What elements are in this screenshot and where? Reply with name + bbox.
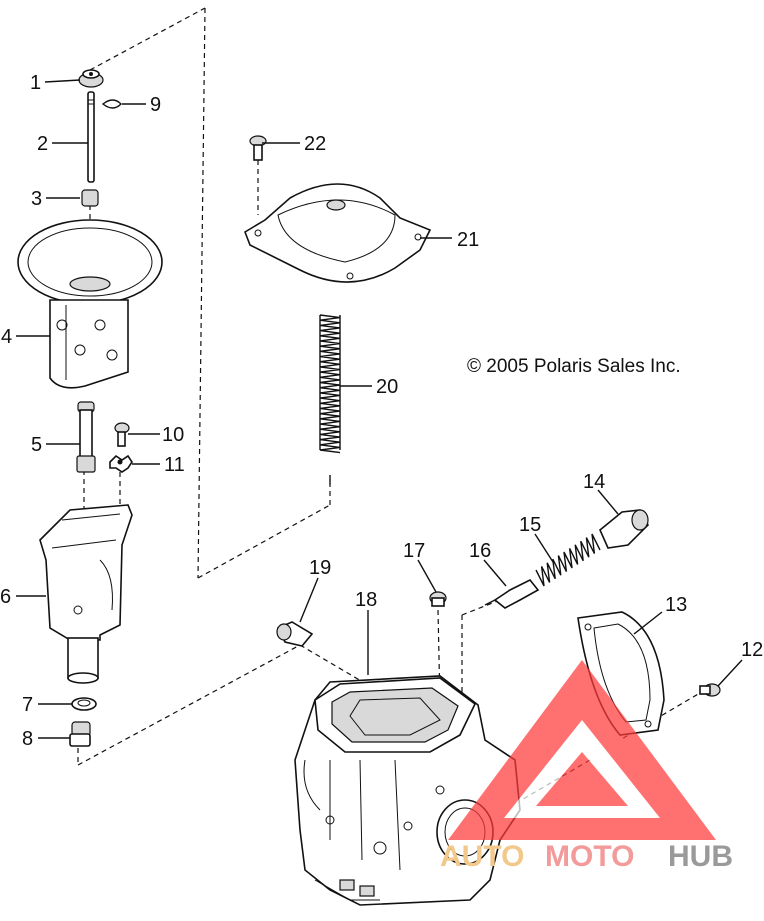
part-10-screw — [114, 422, 130, 447]
callout-12: 12 — [741, 639, 763, 661]
callout-14: 14 — [583, 471, 605, 493]
part-13-gasket — [577, 611, 665, 736]
part-16-screw — [484, 578, 540, 609]
watermark-auto: AUTO — [440, 840, 524, 873]
assembly-guide-lines — [77, 7, 706, 831]
callout-2: 2 — [37, 133, 48, 155]
watermark-moto: MOTO — [545, 840, 634, 873]
part-22-screw — [249, 135, 267, 161]
copyright-notice: © 2005 Polaris Sales Inc. — [467, 356, 681, 377]
part-3-collar — [81, 189, 99, 207]
callout-13: 13 — [665, 594, 687, 616]
leader-lines — [16, 79, 743, 739]
part-17-plug — [429, 591, 447, 607]
callout-3: 3 — [31, 188, 42, 210]
callout-18: 18 — [355, 589, 377, 611]
callout-labels: 1 2 3 4 5 6 7 8 9 10 11 12 13 14 15 16 1… — [0, 72, 763, 750]
part-5-jet-holder — [76, 401, 96, 473]
watermark-hub: HUB — [668, 840, 733, 873]
callout-21: 21 — [457, 229, 479, 251]
callout-10: 10 — [162, 424, 184, 446]
callout-20: 20 — [376, 376, 398, 398]
part-7-oring — [71, 697, 97, 711]
part-2-needle — [87, 91, 95, 183]
part-1-cap — [78, 69, 104, 88]
part-19-fitting — [276, 621, 314, 647]
part-20-spring — [319, 314, 341, 485]
watermark-text: AUTO MOTO HUB — [440, 840, 733, 873]
callout-11: 11 — [164, 454, 185, 476]
part-4-diaphragm-slide — [17, 219, 163, 389]
callout-16: 16 — [469, 540, 491, 562]
callout-17: 17 — [403, 540, 425, 562]
part-9-clip — [101, 99, 122, 109]
callout-1: 1 — [30, 72, 41, 94]
part-11-washer — [109, 454, 133, 473]
part-15-spring — [535, 533, 601, 587]
callout-7: 7 — [22, 694, 33, 716]
watermark-logo — [448, 660, 716, 840]
callout-9: 9 — [150, 94, 161, 116]
callout-22: 22 — [304, 133, 326, 155]
part-6-jet-body — [39, 504, 133, 684]
callout-4: 4 — [1, 326, 12, 348]
part-12-screw — [699, 683, 721, 697]
callout-8: 8 — [22, 728, 33, 750]
callout-6: 6 — [0, 586, 11, 608]
part-21-top-cover — [244, 183, 432, 283]
callout-5: 5 — [31, 434, 42, 456]
part-8-jet — [69, 721, 91, 747]
callout-19: 19 — [309, 557, 331, 579]
callout-15: 15 — [519, 514, 541, 536]
part-14-cap — [599, 509, 649, 549]
